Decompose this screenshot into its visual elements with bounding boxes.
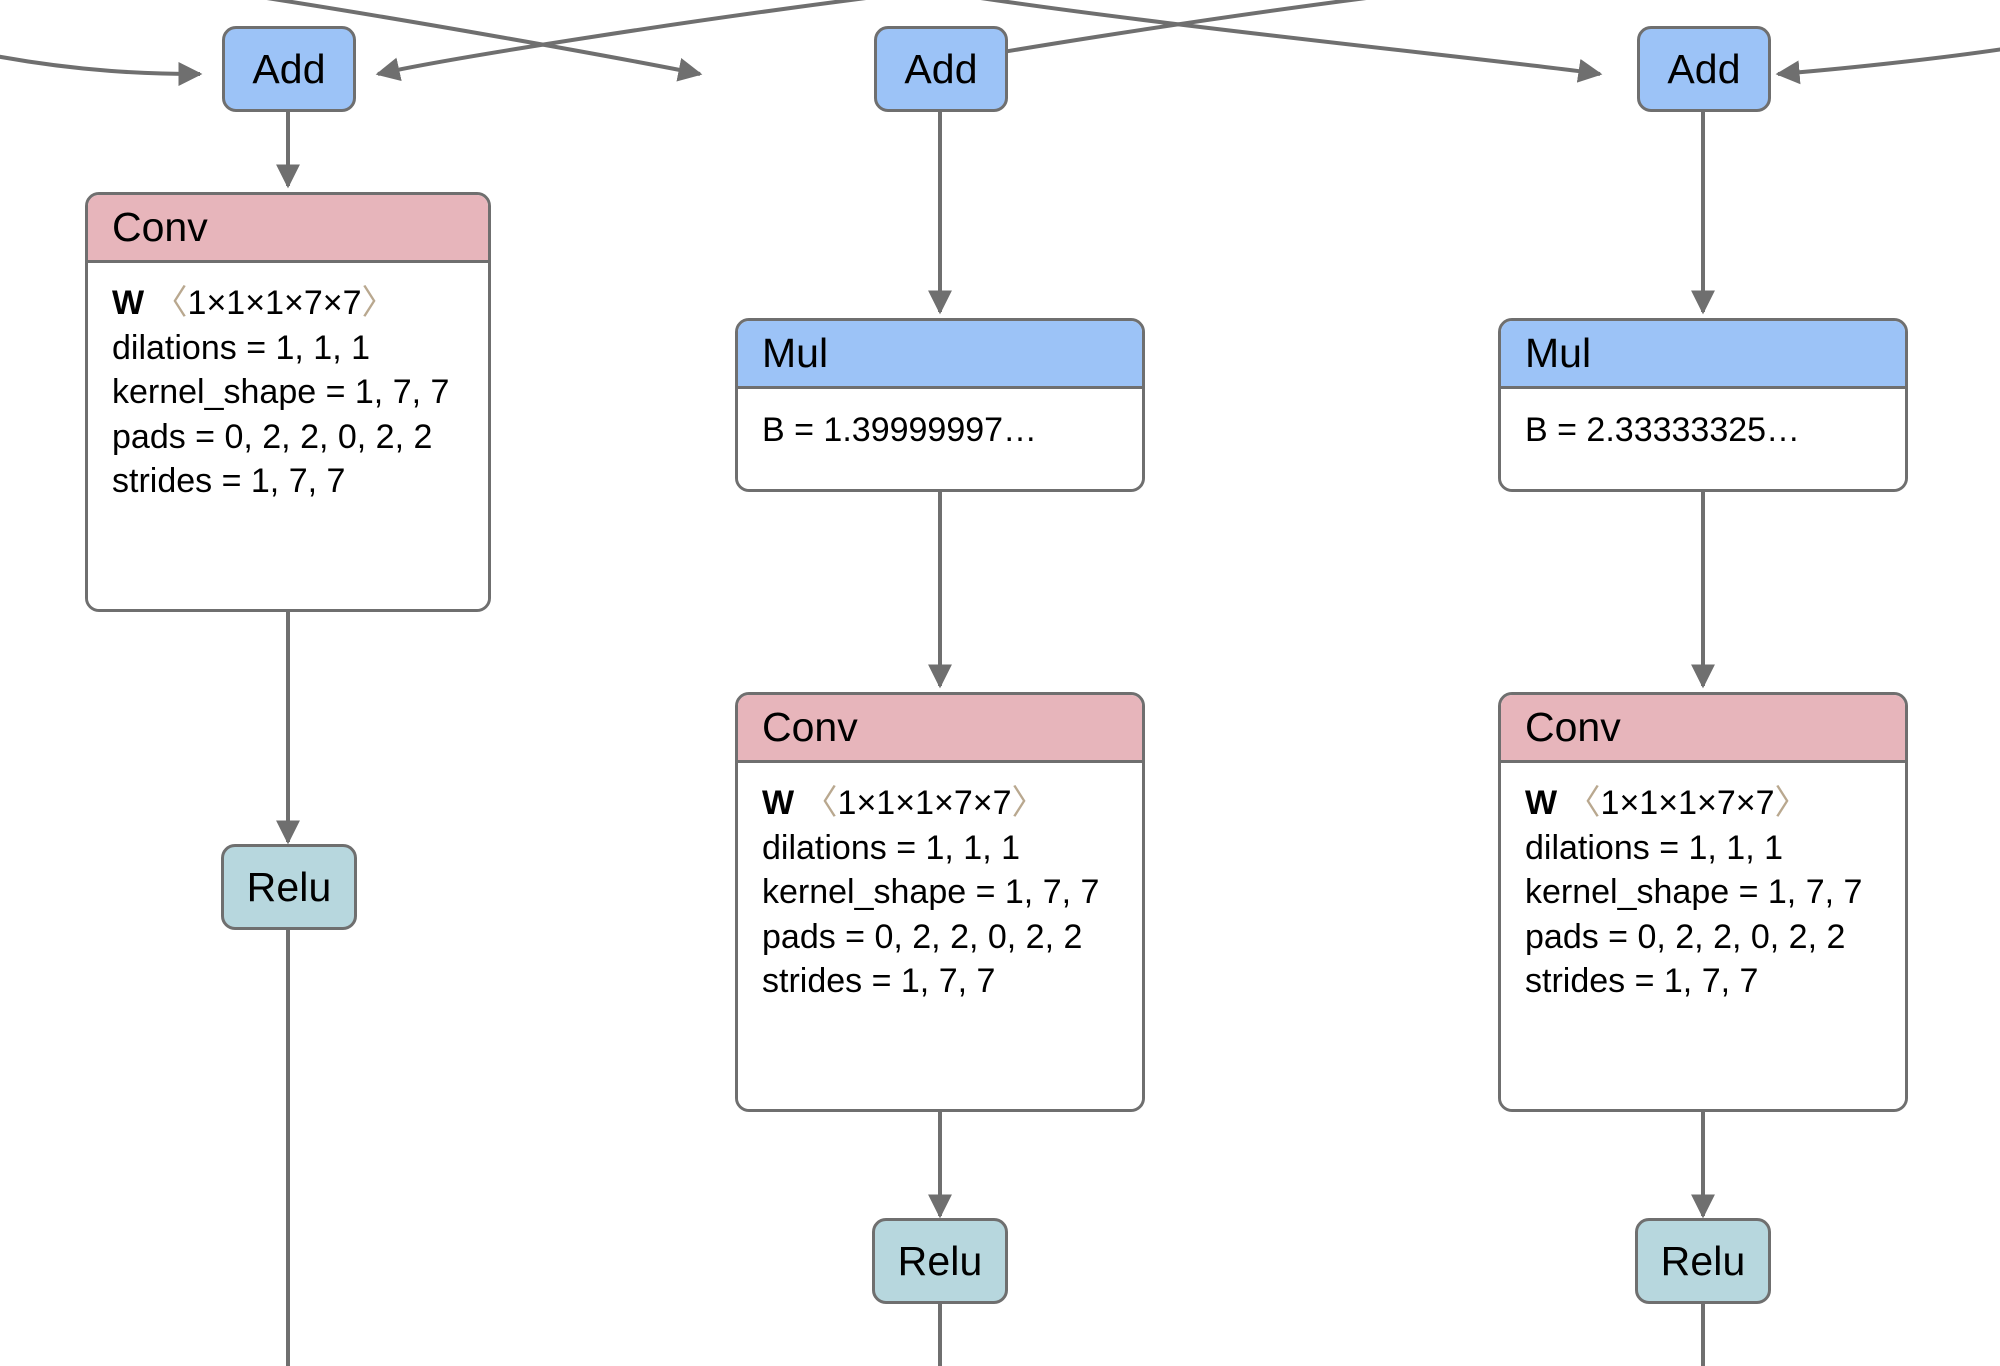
- node-title: Add: [1667, 45, 1741, 92]
- attr-weight: W 〈1×1×1×7×7〉: [1525, 781, 1883, 826]
- edge-in-right-add-from-left: [980, 0, 1603, 83]
- node-header: Mul: [1501, 321, 1905, 389]
- attr-b: B = 1.39999997…: [762, 411, 1038, 449]
- attr-dilations: dilations = 1, 1, 1: [762, 828, 1021, 867]
- node-title: Relu: [1660, 1237, 1746, 1284]
- attr-pads: pads = 0, 2, 2, 0, 2, 2: [1525, 917, 1846, 956]
- attr-pads: pads = 0, 2, 2, 0, 2, 2: [762, 917, 1083, 956]
- weight-dims: 1×1×1×7×7: [837, 784, 1012, 822]
- node-title: Add: [904, 45, 978, 92]
- node-title: Conv: [112, 204, 208, 250]
- node-attributes: W 〈1×1×1×7×7〉 dilations = 1, 1, 1 kernel…: [738, 763, 1142, 1109]
- attr-kernel-shape: kernel_shape = 1, 7, 7: [112, 373, 450, 412]
- node-title: Add: [252, 45, 326, 92]
- node-add-left[interactable]: Add: [222, 26, 356, 112]
- attr-weight: W 〈1×1×1×7×7〉: [112, 281, 466, 326]
- node-title: Conv: [1525, 704, 1621, 750]
- weight-open-bracket: 〈: [153, 284, 188, 322]
- node-title: Conv: [762, 704, 858, 750]
- node-attributes: W 〈1×1×1×7×7〉 dilations = 1, 1, 1 kernel…: [88, 263, 488, 609]
- attr-strides: strides = 1, 7, 7: [112, 462, 346, 501]
- weight-close-bracket: 〉: [361, 284, 396, 322]
- attr-dilations: dilations = 1, 1, 1: [1525, 828, 1784, 867]
- attr-weight: W 〈1×1×1×7×7〉: [762, 781, 1120, 826]
- node-header: Conv: [1501, 695, 1905, 763]
- attr-b: B = 2.33333325…: [1525, 411, 1801, 449]
- attr-dilations: dilations = 1, 1, 1: [112, 328, 371, 367]
- edge-in-left-add-from-left: [0, 54, 203, 86]
- weight-name: W: [762, 784, 795, 822]
- node-header: Mul: [738, 321, 1142, 389]
- edge-in-left-add-from-right: [375, 0, 867, 82]
- weight-close-bracket: 〉: [1011, 784, 1046, 822]
- weight-close-bracket: 〉: [1774, 784, 1809, 822]
- node-mul-right[interactable]: Mul B = 2.33333325…: [1498, 318, 1908, 492]
- node-add-center[interactable]: Add: [874, 26, 1008, 112]
- node-header: Conv: [88, 195, 488, 263]
- node-mul-center[interactable]: Mul B = 1.39999997…: [735, 318, 1145, 492]
- node-title: Mul: [762, 330, 829, 376]
- node-conv-right[interactable]: Conv W 〈1×1×1×7×7〉 dilations = 1, 1, 1 k…: [1498, 692, 1908, 1112]
- node-relu-center[interactable]: Relu: [872, 1218, 1008, 1304]
- node-title: Relu: [246, 863, 332, 910]
- node-relu-left[interactable]: Relu: [221, 844, 357, 930]
- weight-name: W: [112, 284, 145, 322]
- node-title: Relu: [897, 1237, 983, 1284]
- node-relu-right[interactable]: Relu: [1635, 1218, 1771, 1304]
- node-attributes: W 〈1×1×1×7×7〉 dilations = 1, 1, 1 kernel…: [1501, 763, 1905, 1109]
- weight-open-bracket: 〈: [803, 784, 838, 822]
- node-header: Conv: [738, 695, 1142, 763]
- attr-pads: pads = 0, 2, 2, 0, 2, 2: [112, 417, 433, 456]
- node-attributes: B = 1.39999997…: [738, 389, 1142, 489]
- weight-open-bracket: 〈: [1566, 784, 1601, 822]
- attr-kernel-shape: kernel_shape = 1, 7, 7: [1525, 873, 1863, 912]
- node-conv-left[interactable]: Conv W 〈1×1×1×7×7〉 dilations = 1, 1, 1 k…: [85, 192, 491, 612]
- weight-dims: 1×1×1×7×7: [1600, 784, 1775, 822]
- weight-name: W: [1525, 784, 1558, 822]
- node-conv-center[interactable]: Conv W 〈1×1×1×7×7〉 dilations = 1, 1, 1 k…: [735, 692, 1145, 1112]
- node-add-right[interactable]: Add: [1637, 26, 1771, 112]
- attr-strides: strides = 1, 7, 7: [762, 962, 996, 1001]
- attr-kernel-shape: kernel_shape = 1, 7, 7: [762, 873, 1100, 912]
- weight-dims: 1×1×1×7×7: [187, 284, 362, 322]
- node-attributes: B = 2.33333325…: [1501, 389, 1905, 489]
- edge-in-right-add-from-right: [1775, 47, 2000, 85]
- attr-strides: strides = 1, 7, 7: [1525, 962, 1759, 1001]
- node-title: Mul: [1525, 330, 1592, 376]
